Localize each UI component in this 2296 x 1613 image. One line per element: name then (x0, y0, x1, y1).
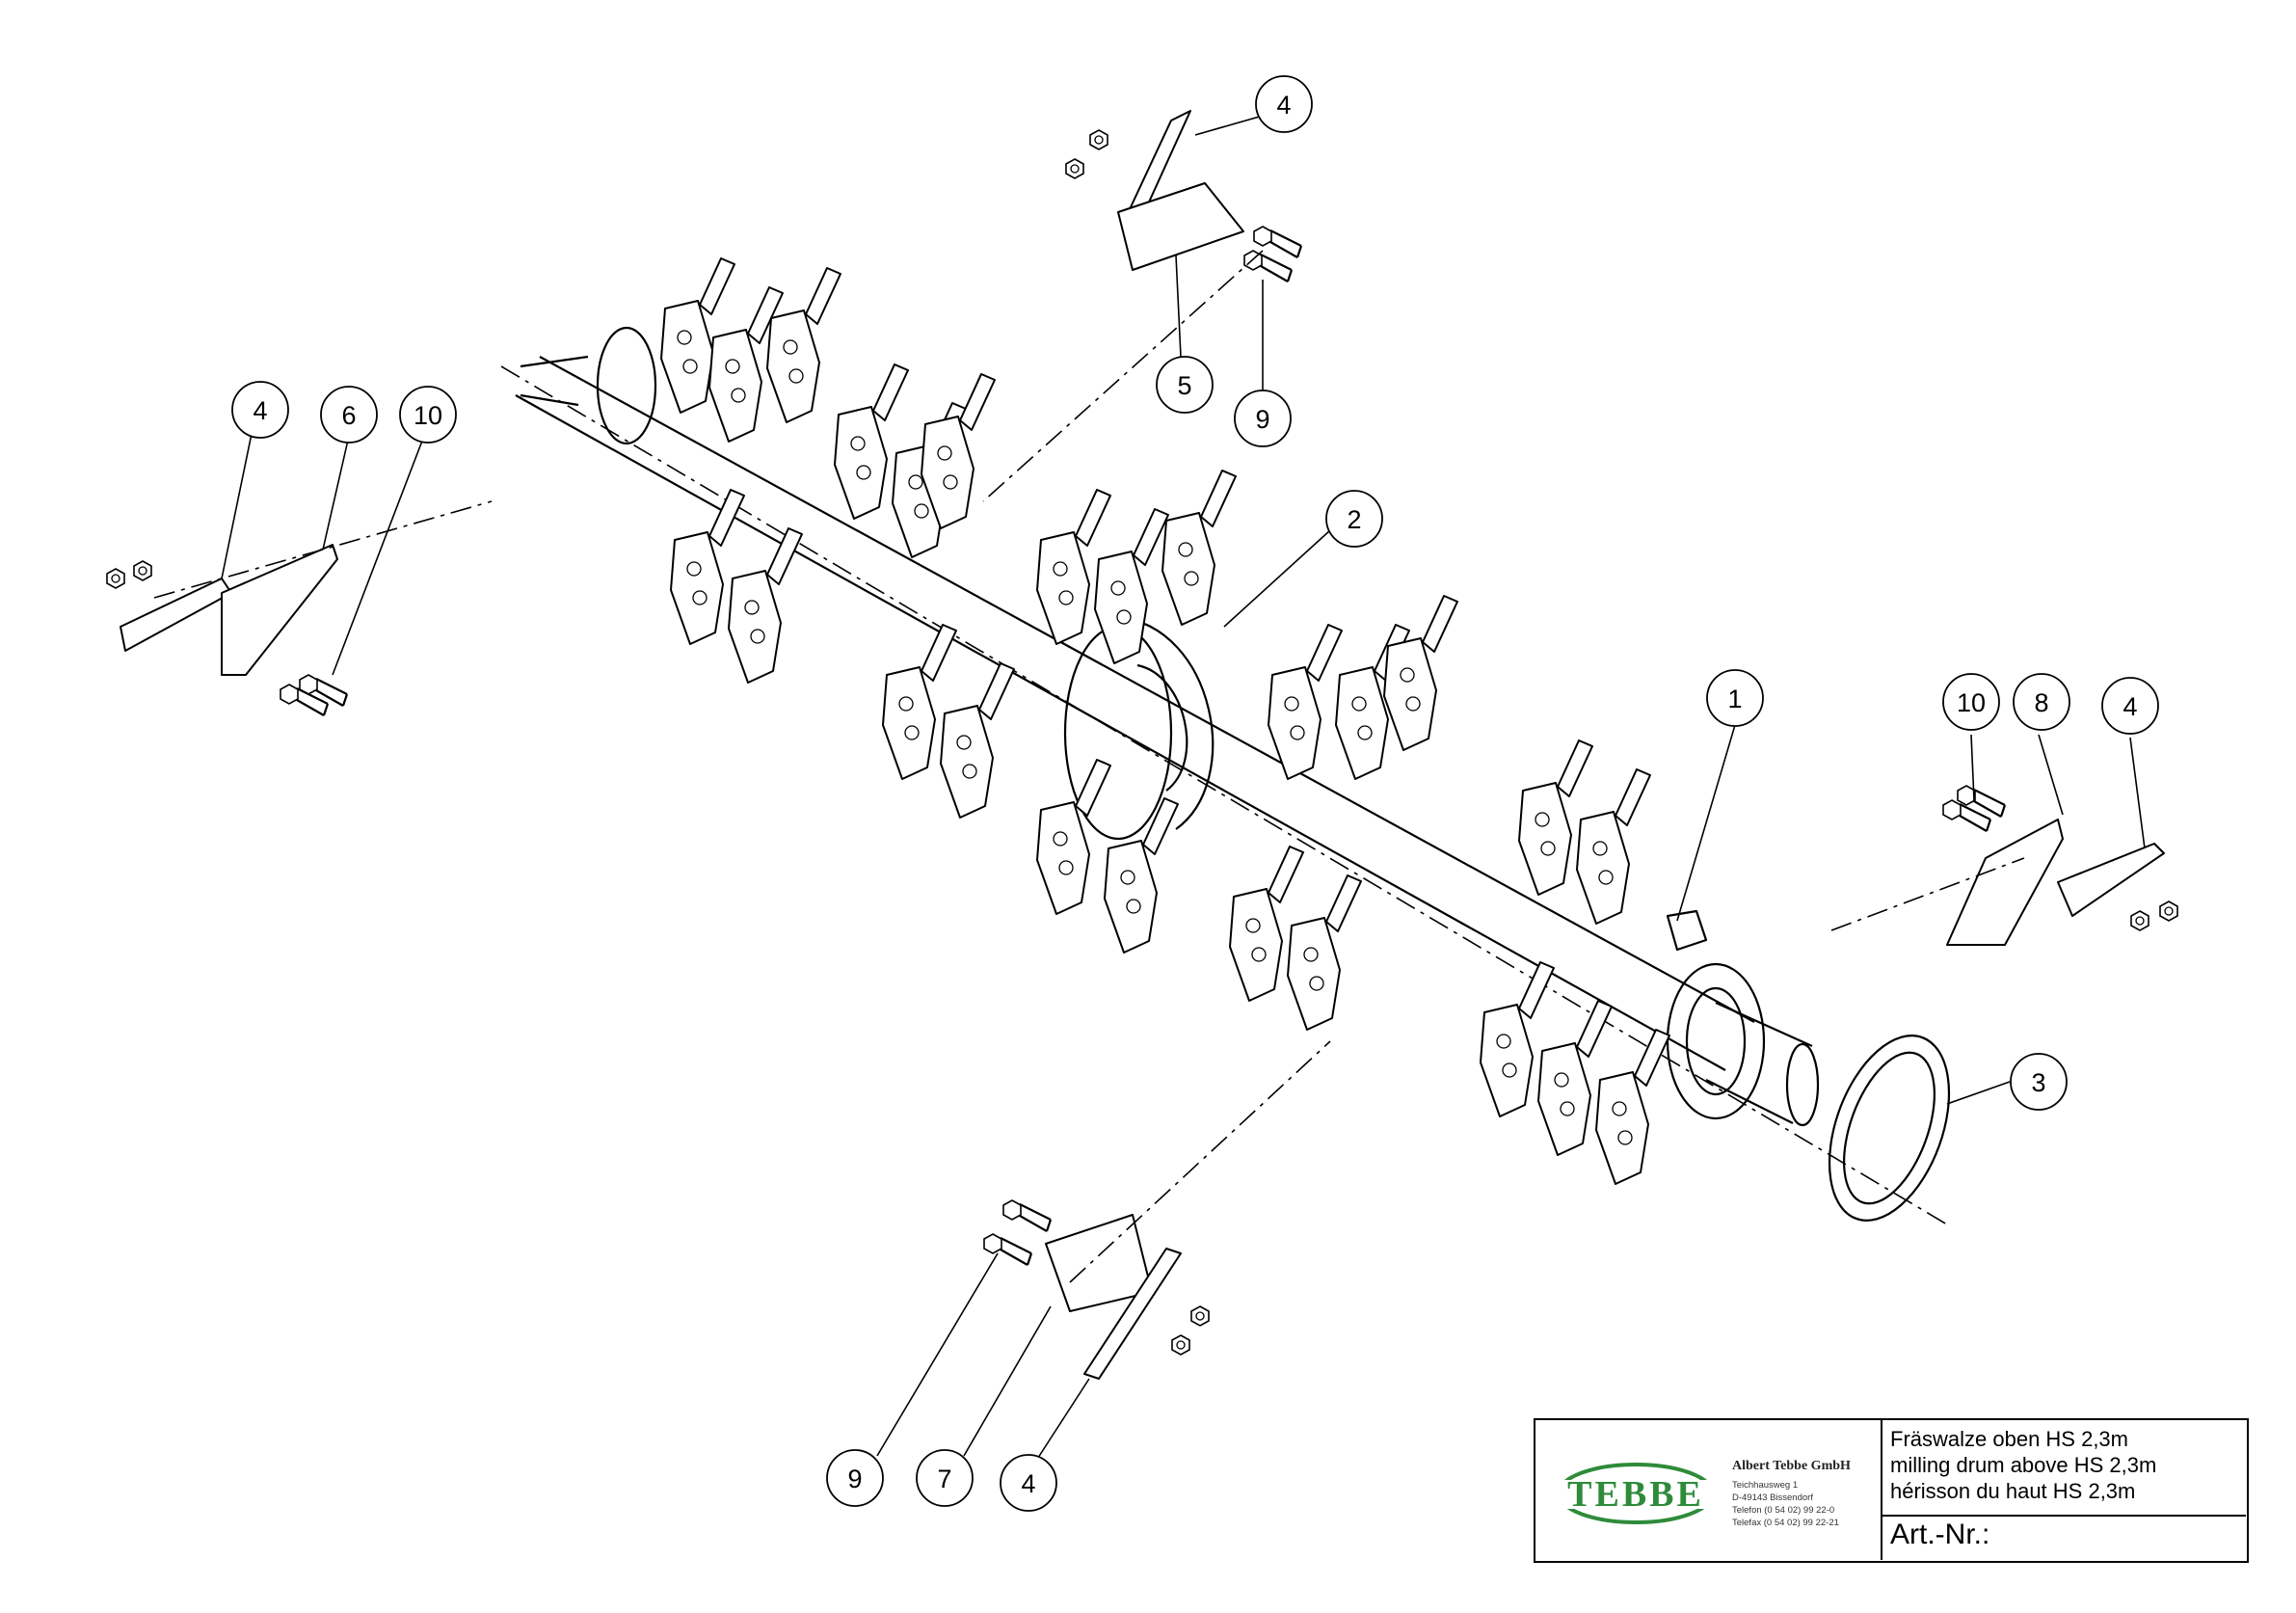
svg-text:4: 4 (2122, 692, 2137, 721)
drum-shaft (515, 326, 1820, 1127)
tebbe-logo: TEBBE (1557, 1463, 1715, 1524)
address-phone: Telefon (0 54 02) 99 22-0 (1732, 1505, 1835, 1516)
svg-text:1: 1 (1727, 685, 1742, 713)
svg-text:TEBBE: TEBBE (1567, 1474, 1704, 1515)
svg-text:8: 8 (2034, 688, 2048, 717)
callout-4-top: 4 (1255, 75, 1313, 133)
callout-4-left: 4 (231, 381, 289, 439)
svg-text:2: 2 (1347, 505, 1361, 534)
svg-text:10: 10 (1957, 688, 1986, 717)
callout-6: 6 (320, 386, 378, 444)
company-cell: TEBBE Albert Tebbe GmbH Teichhausweg 1 D… (1535, 1420, 1882, 1560)
leader-lines (221, 115, 2146, 1462)
shaft-centre-line (500, 365, 1948, 1225)
callout-10-left: 10 (399, 386, 457, 444)
callout-10-right: 10 (1942, 673, 2000, 731)
svg-text:3: 3 (2031, 1068, 2045, 1097)
svg-text:4: 4 (1021, 1469, 1035, 1498)
callout-2: 2 (1325, 490, 1383, 548)
article-number-cell: Art.-Nr.: (1882, 1517, 2246, 1560)
address-city: D-49143 Bissendorf (1732, 1492, 1813, 1503)
article-number-label: Art.-Nr.: (1890, 1519, 1990, 1550)
svg-text:4: 4 (1276, 91, 1291, 120)
callout-4-right: 4 (2101, 677, 2159, 735)
svg-text:4: 4 (253, 396, 267, 425)
description-cell: Fräswalze oben HS 2,3m milling drum abov… (1882, 1420, 2246, 1517)
title-block: TEBBE Albert Tebbe GmbH Teichhausweg 1 D… (1534, 1418, 2249, 1563)
description-french: hérisson du haut HS 2,3m (1890, 1479, 2136, 1503)
svg-text:6: 6 (341, 401, 356, 430)
left-exploded-group (106, 500, 493, 717)
bottom-exploded-group (982, 1040, 1331, 1380)
callout-8: 8 (2013, 673, 2070, 731)
callout-5: 5 (1156, 356, 1214, 414)
svg-text:9: 9 (847, 1465, 862, 1493)
callout-9-top: 9 (1234, 390, 1292, 447)
right-exploded-group (1830, 784, 2178, 946)
description-german: Fräswalze oben HS 2,3m (1890, 1427, 2128, 1451)
address-fax: Telefax (0 54 02) 99 22-21 (1732, 1518, 1839, 1528)
callout-4-bottom: 4 (1000, 1454, 1057, 1512)
callout-3: 3 (2010, 1053, 2068, 1111)
svg-text:7: 7 (937, 1465, 951, 1493)
description-english: milling drum above HS 2,3m (1890, 1453, 2157, 1477)
company-name: Albert Tebbe GmbH (1732, 1459, 1851, 1473)
svg-text:9: 9 (1255, 405, 1269, 434)
top-exploded-group (982, 110, 1303, 502)
callout-9-bottom: 9 (826, 1449, 884, 1507)
svg-text:10: 10 (414, 401, 442, 430)
address-street: Teichhausweg 1 (1732, 1480, 1799, 1491)
callout-1: 1 (1706, 669, 1764, 727)
svg-text:5: 5 (1177, 371, 1191, 400)
washer-ring-part (1828, 1035, 1951, 1222)
callout-7: 7 (916, 1449, 974, 1507)
